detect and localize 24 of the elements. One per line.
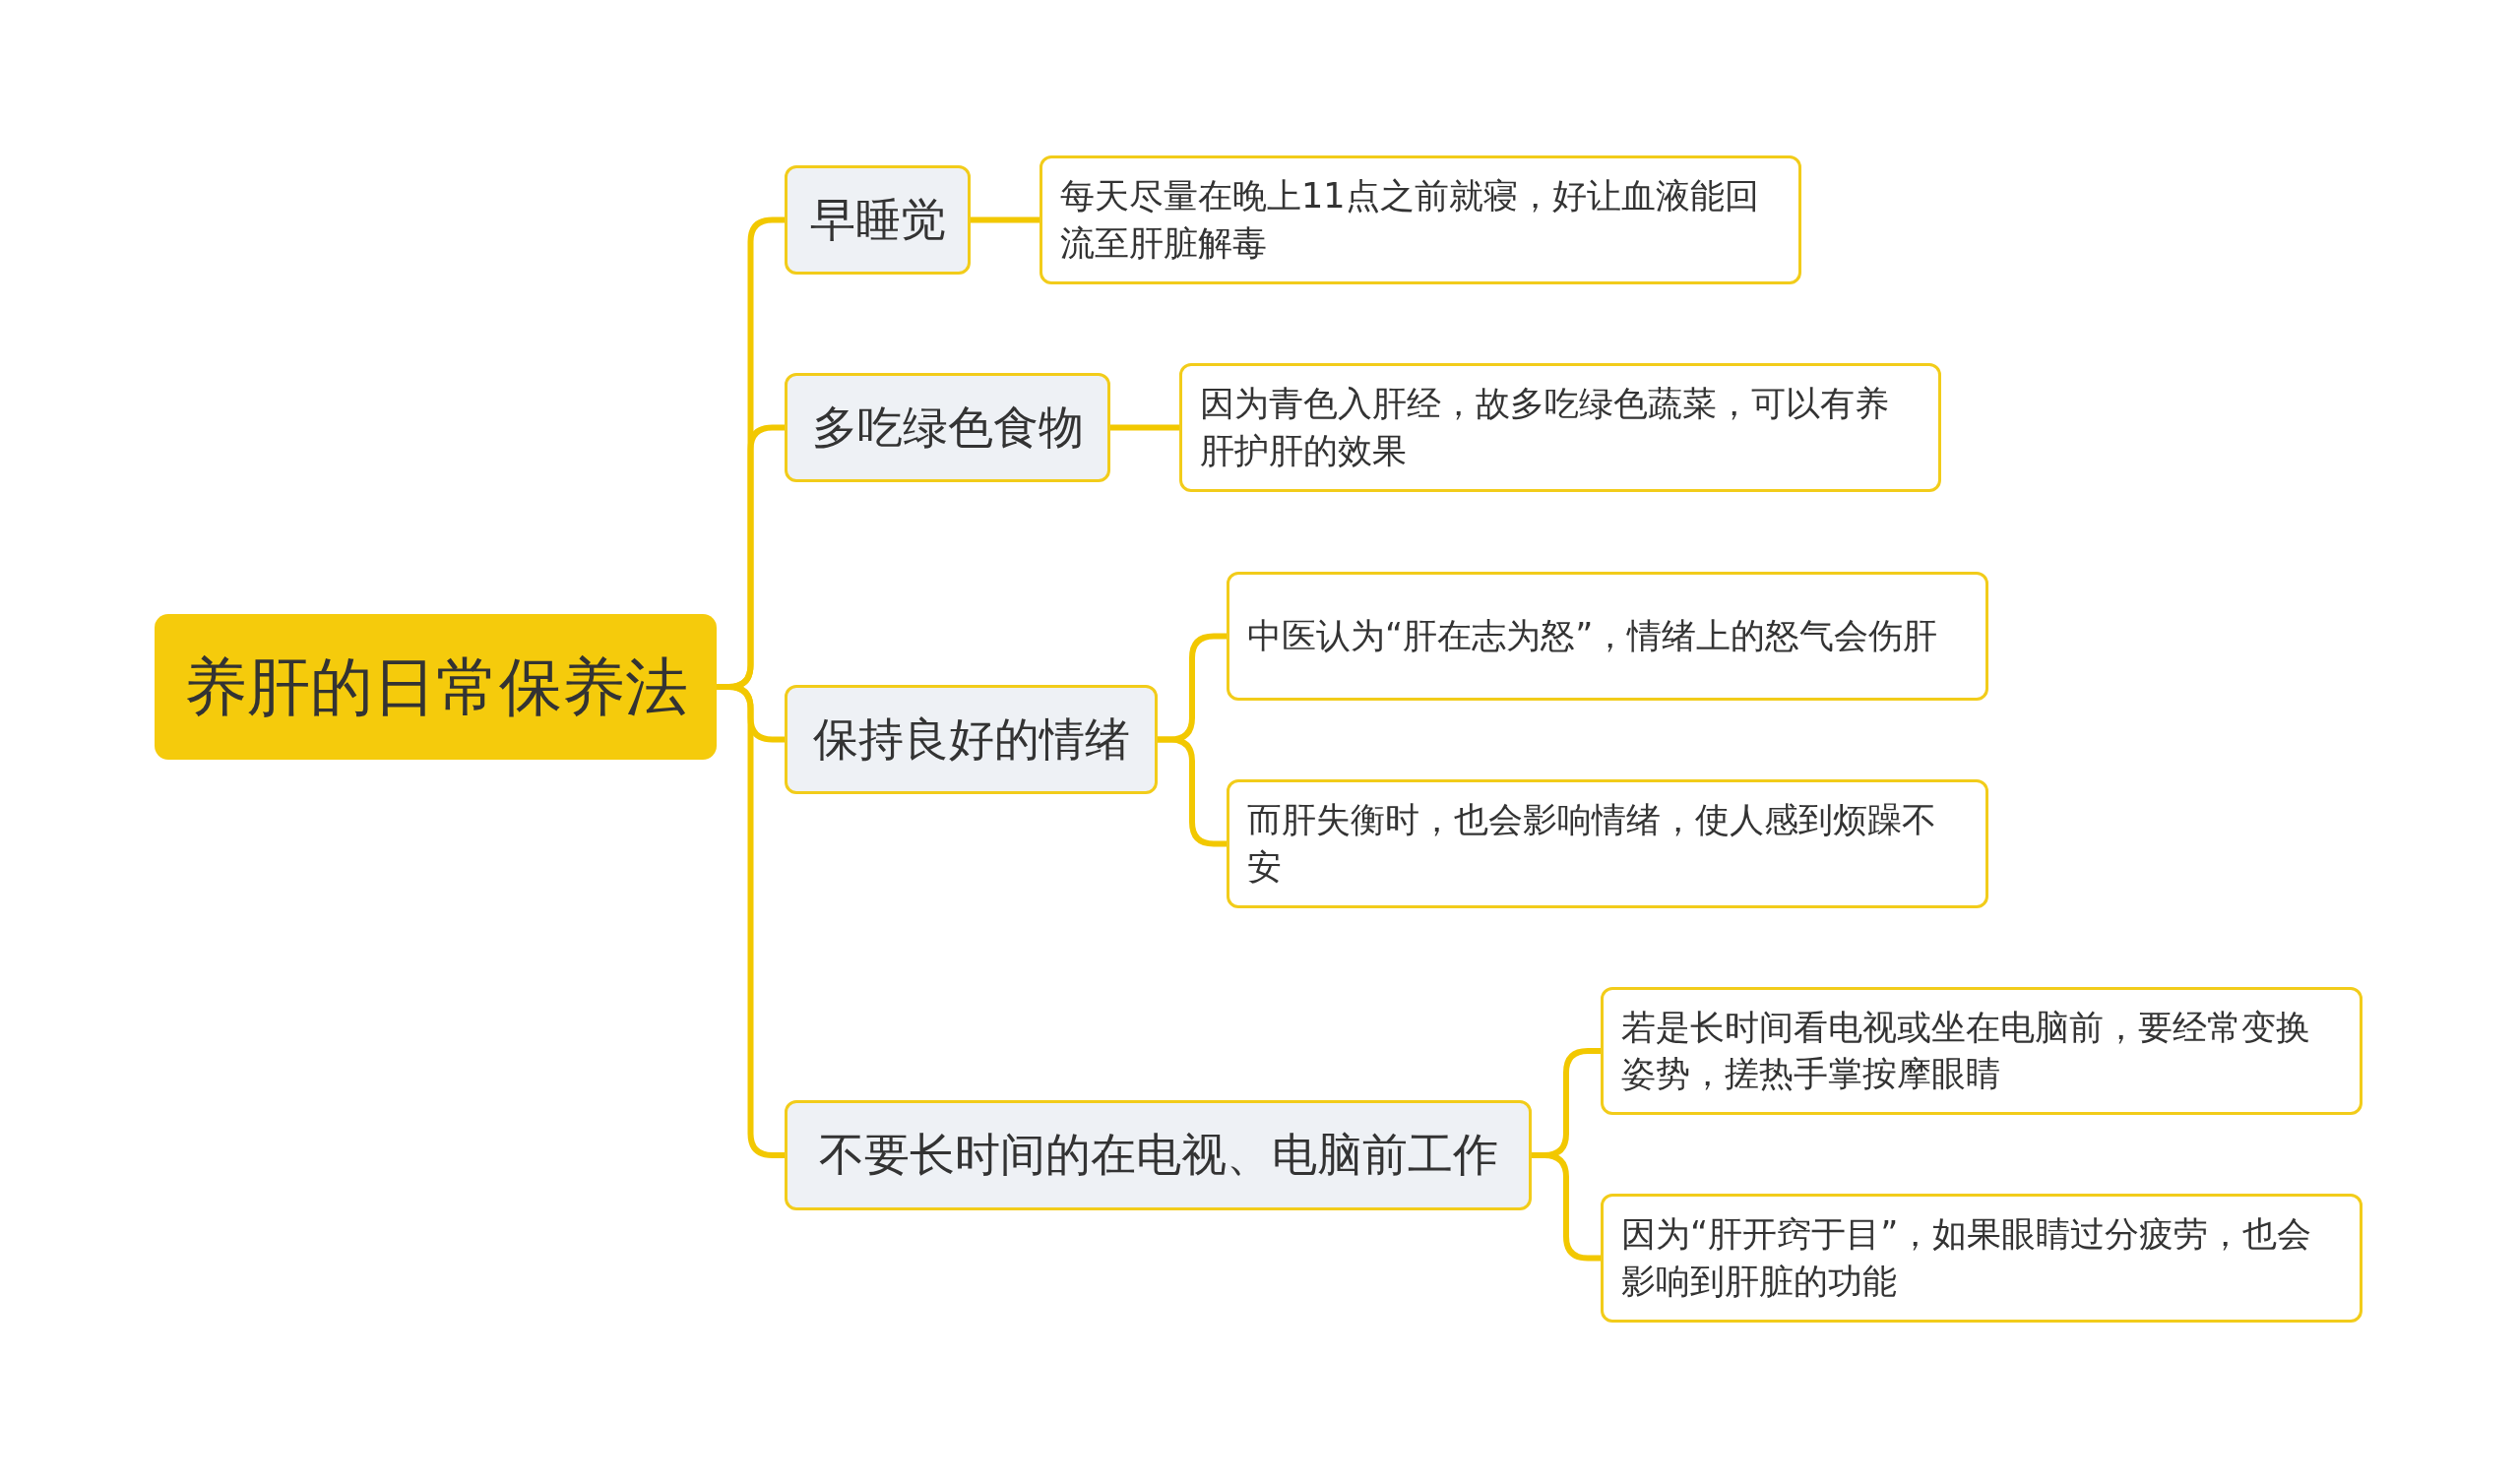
connector-line	[971, 216, 1040, 223]
root-topic-box	[155, 614, 717, 760]
connector-line	[1110, 424, 1179, 431]
detail-box	[1227, 572, 1988, 701]
detail-box	[1601, 987, 2362, 1115]
detail-box	[1227, 779, 1988, 908]
detail-box	[1179, 363, 1941, 492]
title-text: 养肝的日常保养法	[183, 648, 688, 725]
node-text: 不要长时间的在电视、电脑前工作	[818, 1127, 1498, 1183]
node-text: 早睡觉	[809, 191, 946, 248]
detail-box	[1601, 1194, 2362, 1323]
node-text: 保持良好的情绪	[812, 710, 1130, 768]
node-text: 多吃绿色食物	[811, 399, 1084, 456]
node-text: 每天尽量在晚上11点之前就寝，好让血液能回流至肝脏解毒	[1060, 175, 1760, 265]
node-text: 因为青色入肝经，故多吃绿色蔬菜，可以有养肝护肝的效果	[1200, 383, 1890, 472]
topic-box	[785, 165, 971, 275]
node-text: 若是长时间看电视或坐在电脑前，要经常变换姿势，搓热手掌按摩眼睛	[1621, 1006, 2311, 1095]
topic-box	[785, 1100, 1532, 1210]
node-text: 因为“肝开窍于目”，如果眼睛过分疲劳，也会影响到肝脏的功能	[1621, 1213, 2313, 1303]
topic-box	[785, 685, 1158, 794]
node-text: 中医认为“肝在志为怒”，情绪上的怒气会伤肝	[1247, 614, 1938, 657]
topic-box	[785, 373, 1110, 482]
node-text: 而肝失衡时，也会影响情绪，使人感到烦躁不安	[1247, 799, 1937, 889]
detail-box	[1040, 155, 1801, 284]
